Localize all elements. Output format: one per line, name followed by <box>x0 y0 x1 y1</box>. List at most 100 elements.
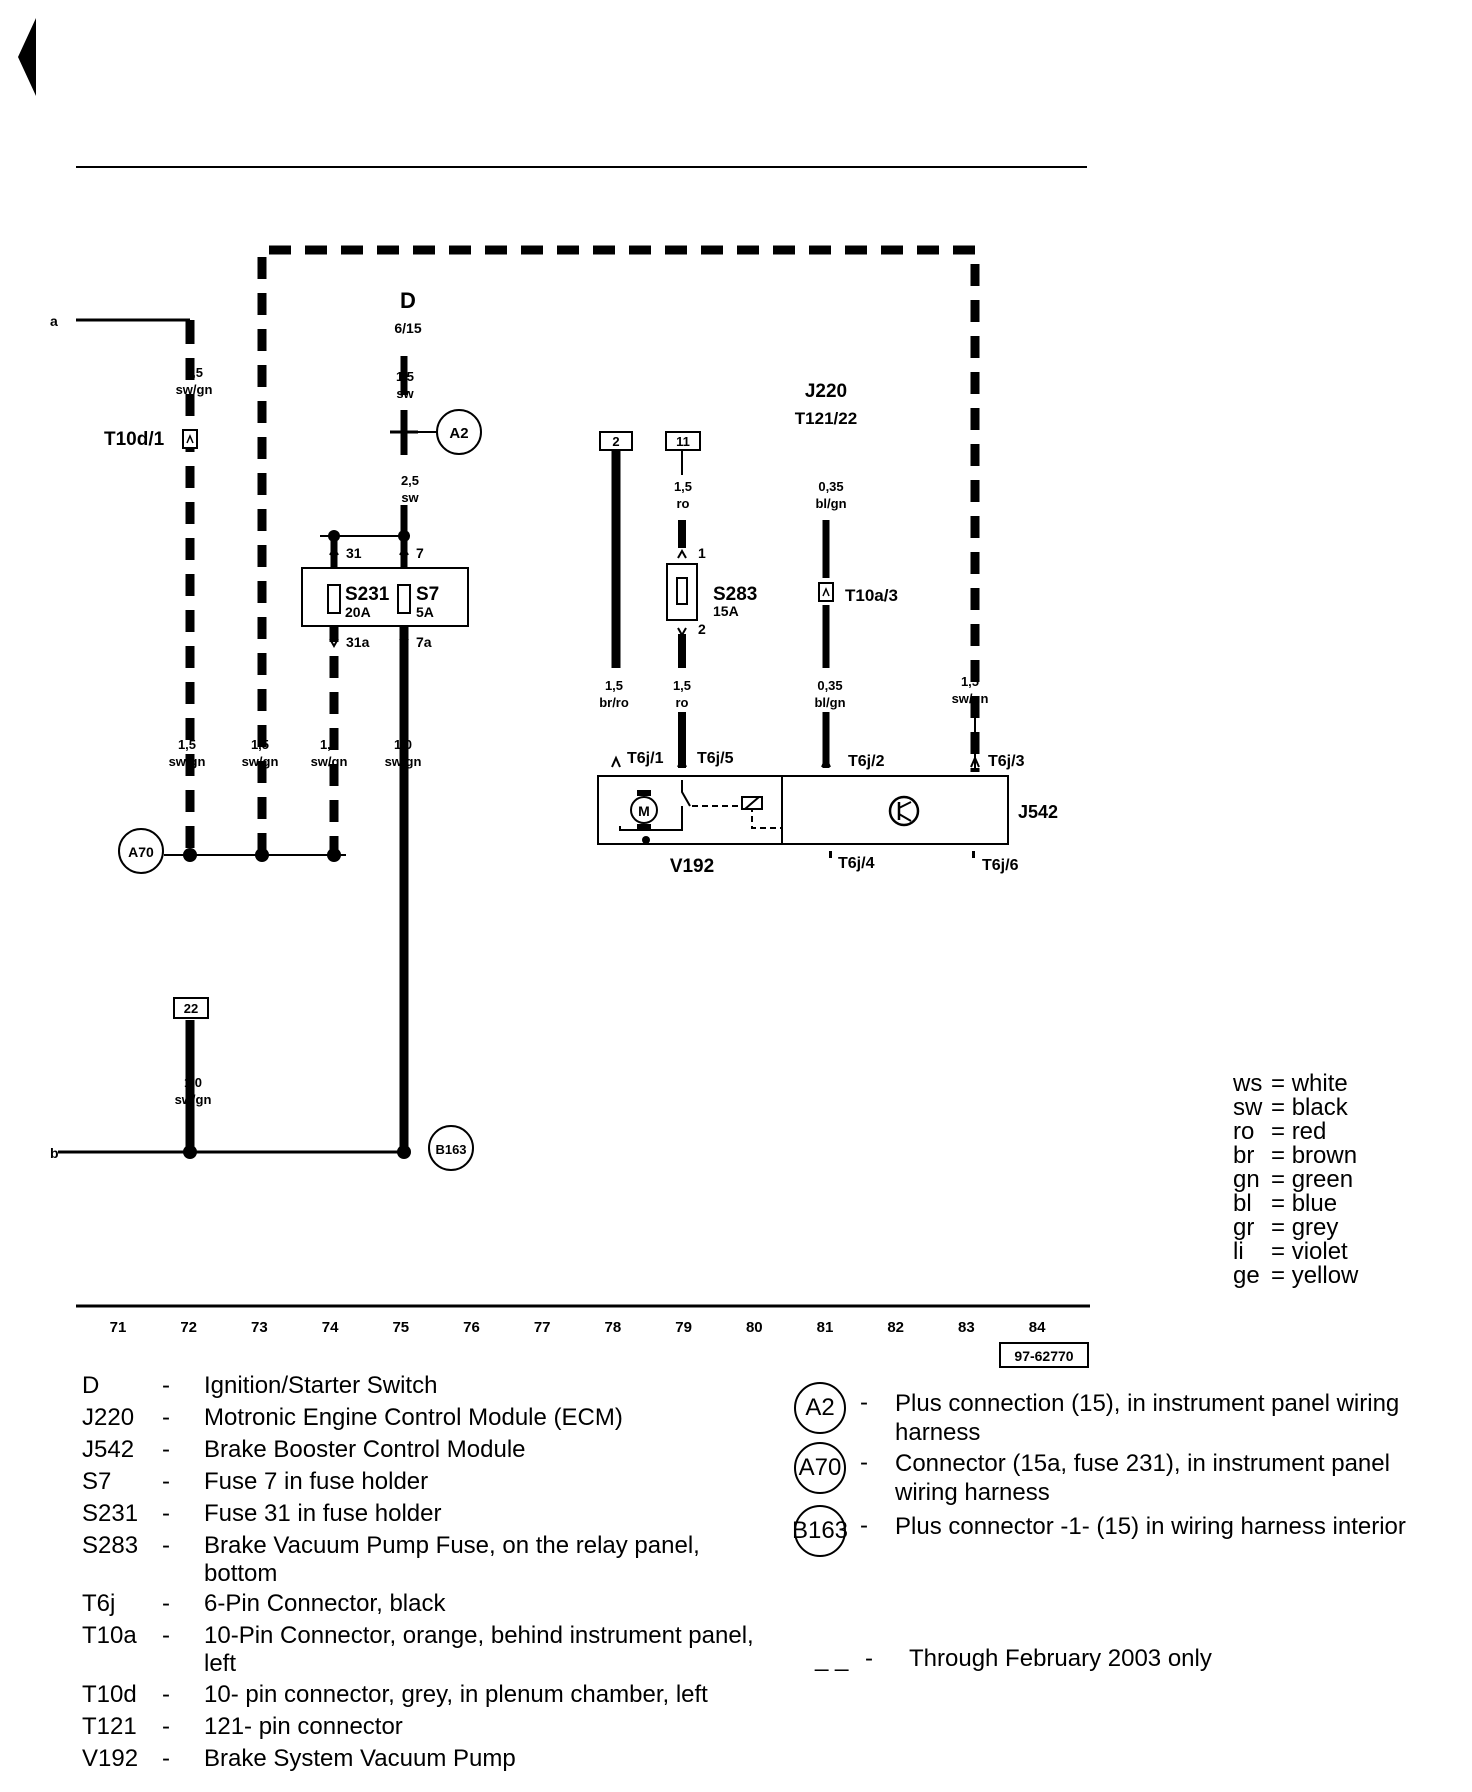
wire-label: ro <box>677 496 690 511</box>
color-code: sw <box>1233 1094 1263 1121</box>
color-key-row: sw = black <box>1233 1096 1358 1120</box>
legend-desc: Brake System Vacuum Pump <box>204 1745 516 1772</box>
legend-row: S283-Brake Vacuum Pump Fuse, on the rela… <box>82 1532 764 1588</box>
wire-label: sw/gn <box>385 754 422 769</box>
fuse-s283-name: S283 <box>713 584 757 605</box>
legend-code: T10a <box>82 1622 137 1649</box>
fuse-holder <box>301 567 469 627</box>
connection-badge: A2 <box>794 1382 846 1434</box>
wire-label: 1,5 <box>178 737 196 752</box>
wire-label: sw/gn <box>242 754 279 769</box>
fuse-s7-rating: 5A <box>416 604 434 620</box>
wire-label: sw/gn <box>175 1092 212 1107</box>
scale-label: 79 <box>675 1319 692 1336</box>
fuse-s231-in: 31 <box>346 545 362 561</box>
back-arrow-icon[interactable] <box>18 18 36 96</box>
scale-label: 77 <box>534 1319 551 1336</box>
scale-label: 73 <box>251 1319 268 1336</box>
color-equals: = <box>1271 1094 1292 1121</box>
fuse-s7-symbol <box>397 584 411 614</box>
color-code: gr <box>1233 1214 1255 1241</box>
ecm-terminal: T121/22 <box>795 409 857 428</box>
wire-label: 0,35 <box>818 479 843 494</box>
scale-label: 84 <box>1029 1319 1046 1336</box>
legend-code: S231 <box>82 1500 139 1527</box>
wire-label: 1,5 <box>961 674 979 689</box>
connection-desc: Connector (15a, fuse 231), in instrument… <box>895 1450 1390 1506</box>
scale-label: 76 <box>463 1319 480 1336</box>
legend-dash: - <box>162 1622 170 1649</box>
color-code: li <box>1233 1238 1244 1265</box>
wire-label: ro <box>676 695 689 710</box>
dashed-note: _ _ - Through February 2003 only <box>815 1645 1212 1673</box>
box-11-label: 11 <box>676 434 690 449</box>
connector-t6j1: T6j/1 <box>627 750 664 767</box>
connector-t6j5: T6j/5 <box>697 750 734 767</box>
ignition-terminal: 6/15 <box>394 320 421 336</box>
legend-dash: - <box>162 1436 170 1463</box>
legend-code: V192 <box>82 1745 139 1772</box>
wire-label: bl/gn <box>814 695 845 710</box>
legend-row: J220-Motronic Engine Control Module (ECM… <box>82 1404 764 1432</box>
color-key-row: br= brown <box>1233 1144 1358 1168</box>
legend-desc: Fuse 31 in fuse holder <box>204 1500 442 1527</box>
scale-label: 82 <box>887 1319 904 1336</box>
wire-end-a: a <box>50 313 58 329</box>
reference-number: 97-62770 <box>1014 1348 1073 1364</box>
fuse-s283-in: 1 <box>698 545 706 561</box>
legend-code: T6j <box>82 1590 116 1617</box>
legend-row: V192- Brake System Vacuum Pump <box>82 1745 764 1773</box>
wire-label: sw/gn <box>311 754 348 769</box>
color-key-row: ge= yellow <box>1233 1264 1358 1288</box>
point-b163 <box>428 1125 474 1171</box>
color-name: blue <box>1291 1190 1338 1217</box>
point-a70-label: A70 <box>128 844 154 860</box>
legend-desc: Fuse 7 in fuse holder <box>204 1468 429 1495</box>
color-equals: = <box>1271 1238 1292 1265</box>
pump-v192-name: V192 <box>670 856 714 877</box>
color-code: gn <box>1233 1166 1260 1193</box>
color-key-row: gr= grey <box>1233 1216 1358 1240</box>
legend-desc: 121- pin connector <box>204 1713 403 1740</box>
color-key-row: gn= green <box>1233 1168 1358 1192</box>
legend-desc: 6-Pin Connector, black <box>204 1590 446 1617</box>
color-key-row: bl= blue <box>1233 1192 1358 1216</box>
connector-t10d1-icon <box>182 429 198 449</box>
point-a2 <box>436 409 482 455</box>
wire-label: 1,0 <box>184 1075 202 1090</box>
legend-dash: - <box>162 1745 170 1772</box>
legend-dash: - <box>162 1713 170 1740</box>
wire-label: 1,5 <box>251 737 269 752</box>
reference-box <box>999 1342 1089 1368</box>
connector-t6j6: T6j/6 <box>982 857 1019 874</box>
module-j542-name: J542 <box>1018 802 1058 822</box>
connection-badge: B163 <box>792 1505 848 1557</box>
color-name: brown <box>1291 1142 1358 1169</box>
legend-dash: - <box>162 1500 170 1527</box>
point-a70 <box>118 828 164 874</box>
scale-label: 71 <box>110 1319 127 1336</box>
wire-label: sw/gn <box>952 691 989 706</box>
color-name: black <box>1291 1094 1348 1121</box>
ecm-name: J220 <box>805 381 847 402</box>
wire-label: 1,0 <box>394 737 412 752</box>
color-code: ge <box>1233 1262 1260 1289</box>
color-key-row: li= violet <box>1233 1240 1358 1264</box>
scale-label: 80 <box>746 1319 763 1336</box>
legend-row: D - Ignition/Starter Switch <box>82 1372 764 1400</box>
legend-code: T121 <box>82 1713 137 1740</box>
legend-row: T10a-10-Pin Connector, orange, behind in… <box>82 1622 764 1678</box>
wire-label: sw/gn <box>176 382 213 397</box>
fuse-s283-rating: 15A <box>713 603 739 619</box>
connector-t10a3: T10a/3 <box>845 586 898 605</box>
color-name: white <box>1291 1070 1348 1097</box>
connector-t6j3: T6j/3 <box>988 753 1025 770</box>
legend-dash: - <box>162 1372 170 1399</box>
scale-label: 75 <box>392 1319 409 1336</box>
connector-t6j4: T6j/4 <box>838 855 875 872</box>
legend-desc: Ignition/Starter Switch <box>204 1372 438 1399</box>
fuse-s283-out: 2 <box>698 621 706 637</box>
legend-code: D <box>82 1372 100 1399</box>
connection-dash: - <box>860 1512 868 1539</box>
fuse-s231-rating: 20A <box>345 604 371 620</box>
